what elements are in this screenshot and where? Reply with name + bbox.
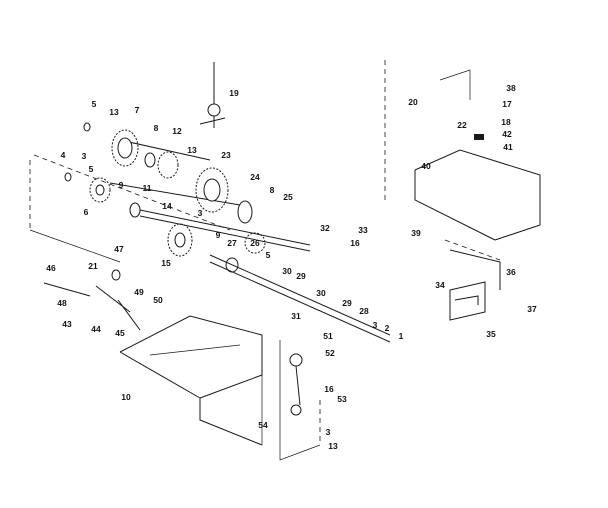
part-label: 46 — [46, 262, 56, 273]
part-label: 19 — [229, 87, 239, 98]
right-housing — [384, 60, 541, 261]
part-label: 24 — [250, 171, 260, 182]
part-label: 25 — [283, 191, 293, 202]
part-label: 34 — [435, 279, 445, 290]
part-label: 30 — [282, 265, 292, 276]
part-label: 51 — [323, 330, 333, 341]
part-label: 16 — [324, 383, 334, 394]
part-label: 29 — [342, 297, 352, 308]
part-label: 13 — [109, 106, 119, 117]
part-label: 18 — [501, 116, 511, 127]
part-label: 20 — [408, 96, 418, 107]
part-label: 44 — [91, 323, 101, 334]
part-label: 53 — [337, 393, 347, 404]
part-label: 30 — [316, 287, 326, 298]
gear-26 — [244, 232, 266, 254]
part-label: 36 — [506, 266, 516, 277]
part-label: 28 — [359, 305, 369, 316]
vertical-shaft — [279, 340, 321, 461]
part-label: 42 — [502, 128, 512, 139]
part-label: 3 — [372, 319, 378, 330]
part-label: 22 — [457, 119, 467, 130]
small-parts-left — [64, 122, 239, 273]
shaft-19 — [199, 62, 226, 128]
gear-13-b — [157, 151, 179, 179]
part-label: 43 — [62, 318, 72, 329]
gear-9 — [89, 177, 111, 203]
part-label: 31 — [291, 310, 301, 321]
part-label: 10 — [121, 391, 131, 402]
part-label: 6 — [83, 206, 89, 217]
part-label: 4 — [60, 149, 66, 160]
part-label: 47 — [114, 243, 124, 254]
part-label: 3 — [197, 207, 203, 218]
part-label: 41 — [503, 141, 513, 152]
main-shaft-assembly — [109, 139, 391, 343]
part-label: 14 — [162, 200, 172, 211]
base-plate — [119, 315, 263, 446]
part-label: 48 — [57, 297, 67, 308]
part-label: 13 — [187, 144, 197, 155]
part-label: 5 — [265, 249, 271, 260]
left-frame-outline — [29, 154, 231, 263]
part-label: 8 — [269, 184, 275, 195]
part-label: 29 — [296, 270, 306, 281]
part-label: 35 — [486, 328, 496, 339]
part-label: 2 — [384, 322, 390, 333]
part-label: 5 — [88, 163, 94, 174]
lever-parts — [43, 269, 141, 331]
part-label: 32 — [320, 222, 330, 233]
part-label: 54 — [258, 419, 268, 430]
part-label: 5 — [91, 98, 97, 109]
part-label: 27 — [227, 237, 237, 248]
part-label: 3 — [81, 150, 87, 161]
part-label: 3 — [325, 426, 331, 437]
part-label: 21 — [88, 260, 98, 271]
gear-24 — [237, 200, 253, 224]
part-label: 9 — [215, 229, 221, 240]
part-label: 38 — [506, 82, 516, 93]
gear-15 — [167, 223, 193, 257]
part-label: 26 — [250, 237, 260, 248]
part-label: 23 — [221, 149, 231, 160]
part-label: 8 — [153, 122, 159, 133]
part-label: 11 — [142, 182, 152, 193]
part-label: 52 — [325, 347, 335, 358]
part-label: 45 — [115, 327, 125, 338]
part-label: 15 — [161, 257, 171, 268]
part-label: 16 — [350, 237, 360, 248]
part-label: 12 — [172, 125, 182, 136]
part-label: 33 — [358, 224, 368, 235]
part-label: 40 — [421, 160, 431, 171]
part-label: 50 — [153, 294, 163, 305]
part-label: 13 — [328, 440, 338, 451]
part-label: 39 — [411, 227, 421, 238]
bracket-35 — [449, 249, 501, 321]
part-label: 7 — [134, 104, 140, 115]
part-label: 9 — [118, 179, 124, 190]
gear-upper-left — [111, 129, 139, 167]
gear-large-center — [195, 167, 229, 213]
part-label: 49 — [134, 286, 144, 297]
part-label: 1 — [398, 330, 404, 341]
part-label: 37 — [527, 303, 537, 314]
part-label: 17 — [502, 98, 512, 109]
